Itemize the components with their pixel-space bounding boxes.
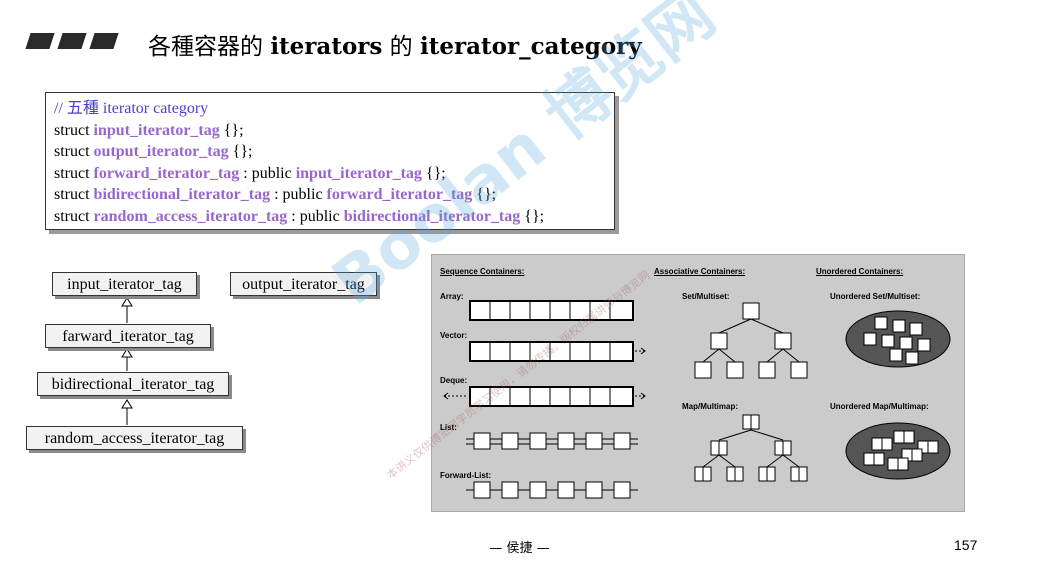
- tag-name: random_access_iterator_tag: [93, 207, 288, 225]
- unordered-containers-header: Unordered Containers:: [816, 267, 904, 276]
- title-cjk-part: 各種容器的: [148, 34, 271, 60]
- containers-diagram: Sequence Containers: Associative Contain…: [431, 254, 965, 512]
- set-tree-shape: [694, 302, 808, 379]
- code-suffix: {};: [228, 143, 253, 161]
- unordered-set-shape: [845, 310, 951, 368]
- forward-list-shape: [466, 481, 638, 499]
- tag-name: output_iterator_tag: [93, 143, 229, 161]
- kw-struct: struct: [54, 164, 94, 182]
- vector-shape: [469, 341, 646, 362]
- code-suffix: {};: [472, 186, 497, 204]
- hierarchy-random-access-tag: random_access_iterator_tag: [26, 426, 243, 450]
- kw-struct: struct: [54, 207, 94, 225]
- kw-public: : public: [287, 207, 344, 225]
- code-suffix: {};: [520, 207, 545, 225]
- code-suffix: {};: [219, 121, 244, 139]
- kw-struct: struct: [54, 143, 94, 161]
- page-number: 157: [954, 537, 978, 553]
- code-line-forward: struct forward_iterator_tag : public inp…: [54, 163, 614, 185]
- code-comment: // 五種 iterator category: [54, 100, 209, 117]
- map-tree-shape: [694, 414, 808, 482]
- title-iterator-category: iterator_category: [419, 33, 642, 60]
- tag-name: forward_iterator_tag: [93, 164, 240, 182]
- label-deque: Deque:: [440, 376, 468, 385]
- label-set-multiset: Set/Multiset:: [682, 292, 730, 301]
- kw-struct: struct: [54, 121, 94, 139]
- inherit-arrowhead-bidirectional: [121, 348, 133, 358]
- title-iterators: iterators: [270, 33, 383, 60]
- label-map-multimap: Map/Multimap:: [682, 402, 738, 411]
- kw-public: : public: [270, 186, 327, 204]
- array-shape: [469, 300, 634, 321]
- unordered-map-shape: [845, 422, 951, 480]
- kw-public: : public: [239, 164, 296, 182]
- tag-name: input_iterator_tag: [93, 121, 220, 139]
- base-tag-name: input_iterator_tag: [295, 164, 422, 182]
- containers-shapes: [443, 300, 951, 499]
- base-tag-name: forward_iterator_tag: [326, 186, 473, 204]
- label-array: Array:: [440, 292, 464, 301]
- hierarchy-arrows: [121, 297, 133, 425]
- inherit-arrowhead-random: [121, 399, 133, 409]
- code-block: // 五種 iterator category struct input_ite…: [45, 92, 615, 230]
- kw-struct: struct: [54, 186, 94, 204]
- code-suffix: {};: [421, 164, 446, 182]
- hierarchy-forward-tag: farward_iterator_tag: [45, 324, 211, 348]
- code-line-output: struct output_iterator_tag {};: [54, 141, 614, 163]
- label-list: List:: [440, 423, 457, 432]
- tag-name: bidirectional_iterator_tag: [93, 186, 271, 204]
- hierarchy-input-tag: input_iterator_tag: [52, 272, 197, 296]
- deque-shape: [443, 386, 646, 407]
- code-line-input: struct input_iterator_tag {};: [54, 120, 614, 142]
- label-vector: Vector:: [440, 331, 468, 340]
- slide-title: 各種容器的 iterators 的 iterator_category: [148, 27, 642, 61]
- sequence-containers-header: Sequence Containers:: [440, 267, 525, 276]
- title-cjk-de: 的: [382, 34, 420, 60]
- code-line-bidirectional: struct bidirectional_iterator_tag : publ…: [54, 184, 614, 206]
- label-unordered-map: Unordered Map/Multimap:: [830, 402, 929, 411]
- associative-containers-header: Associative Containers:: [654, 267, 746, 276]
- label-forward-list: Forward-List:: [440, 471, 492, 480]
- inherit-arrowhead-forward: [121, 297, 133, 307]
- label-unordered-set: Unordered Set/Multiset:: [830, 292, 921, 301]
- hierarchy-output-tag: output_iterator_tag: [230, 272, 377, 296]
- hierarchy-bidirectional-tag: bidirectional_iterator_tag: [37, 372, 229, 396]
- base-tag-name: bidirectional_iterator_tag: [343, 207, 521, 225]
- list-shape: [466, 432, 638, 450]
- slide-footer-author: — 侯捷 —: [489, 541, 550, 556]
- code-line-random-access: struct random_access_iterator_tag : publ…: [54, 206, 614, 228]
